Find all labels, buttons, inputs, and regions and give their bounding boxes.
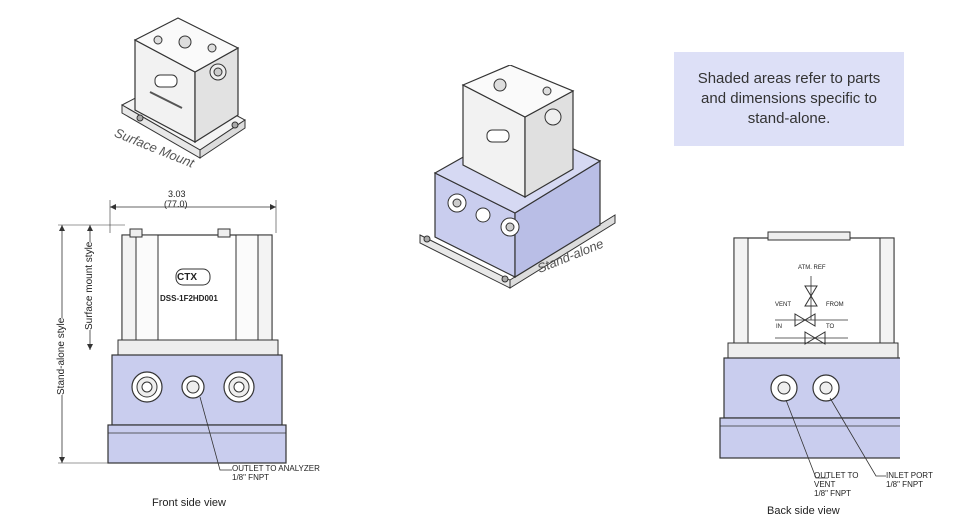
note-box: Shaded areas refer to parts and dimensio… [674, 52, 904, 146]
vent-label: VENT [775, 302, 792, 308]
front-view-caption: Front side view [152, 497, 226, 509]
back-view-caption: Back side view [767, 505, 840, 517]
dim-width-mm: (77.0) [164, 199, 188, 209]
back-outlet-label: OUTLET TO VENT 1/8" FNPT [814, 471, 858, 498]
back-outlet-line-2: VENT [814, 480, 836, 489]
surface-mount-isometric [120, 17, 246, 159]
dim-stand-alone: Stand-alone style [56, 317, 67, 395]
note-text: Shaded areas refer to parts and dimensio… [697, 70, 881, 127]
dim-surface-mount: Surface mount style [84, 241, 95, 330]
from-label: FROM [826, 302, 844, 308]
atm-ref-label: ATM. REF [798, 265, 826, 271]
in-label: IN [776, 324, 782, 330]
back-inlet-label: INLET PORT 1/8" FNPT [886, 471, 933, 489]
front-outlet-line-1: OUTLET TO ANALYZER [232, 464, 320, 473]
back-side-view [719, 231, 900, 479]
dim-width: 3.03 [168, 189, 186, 199]
part-number: DSS-1F2HD001 [160, 294, 218, 303]
front-outlet-line-2: 1/8" FNPT [232, 473, 270, 482]
logo-text: CTX [177, 272, 197, 283]
back-outlet-line-3: 1/8" FNPT [814, 489, 852, 498]
to-label: TO [826, 324, 835, 330]
stand-alone-isometric [419, 65, 616, 289]
back-outlet-line-1: OUTLET TO [814, 471, 859, 480]
front-side-view [58, 200, 287, 471]
back-inlet-line-1: INLET PORT [886, 471, 933, 480]
front-outlet-label: OUTLET TO ANALYZER 1/8" FNPT [232, 464, 320, 482]
back-inlet-line-2: 1/8" FNPT [886, 480, 924, 489]
